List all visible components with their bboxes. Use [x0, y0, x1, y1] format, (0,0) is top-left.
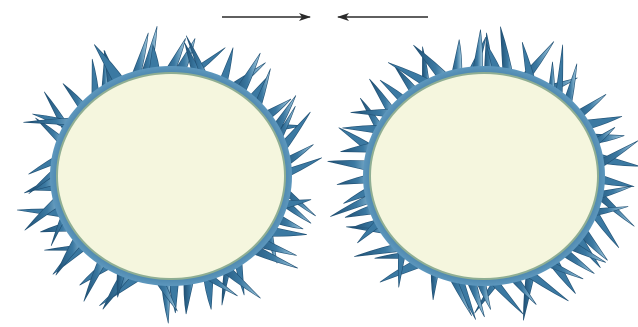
- right-cell-body: [370, 73, 598, 279]
- right-cell: [328, 27, 638, 321]
- left-cell: [17, 26, 322, 323]
- left-cell-body: [57, 73, 285, 279]
